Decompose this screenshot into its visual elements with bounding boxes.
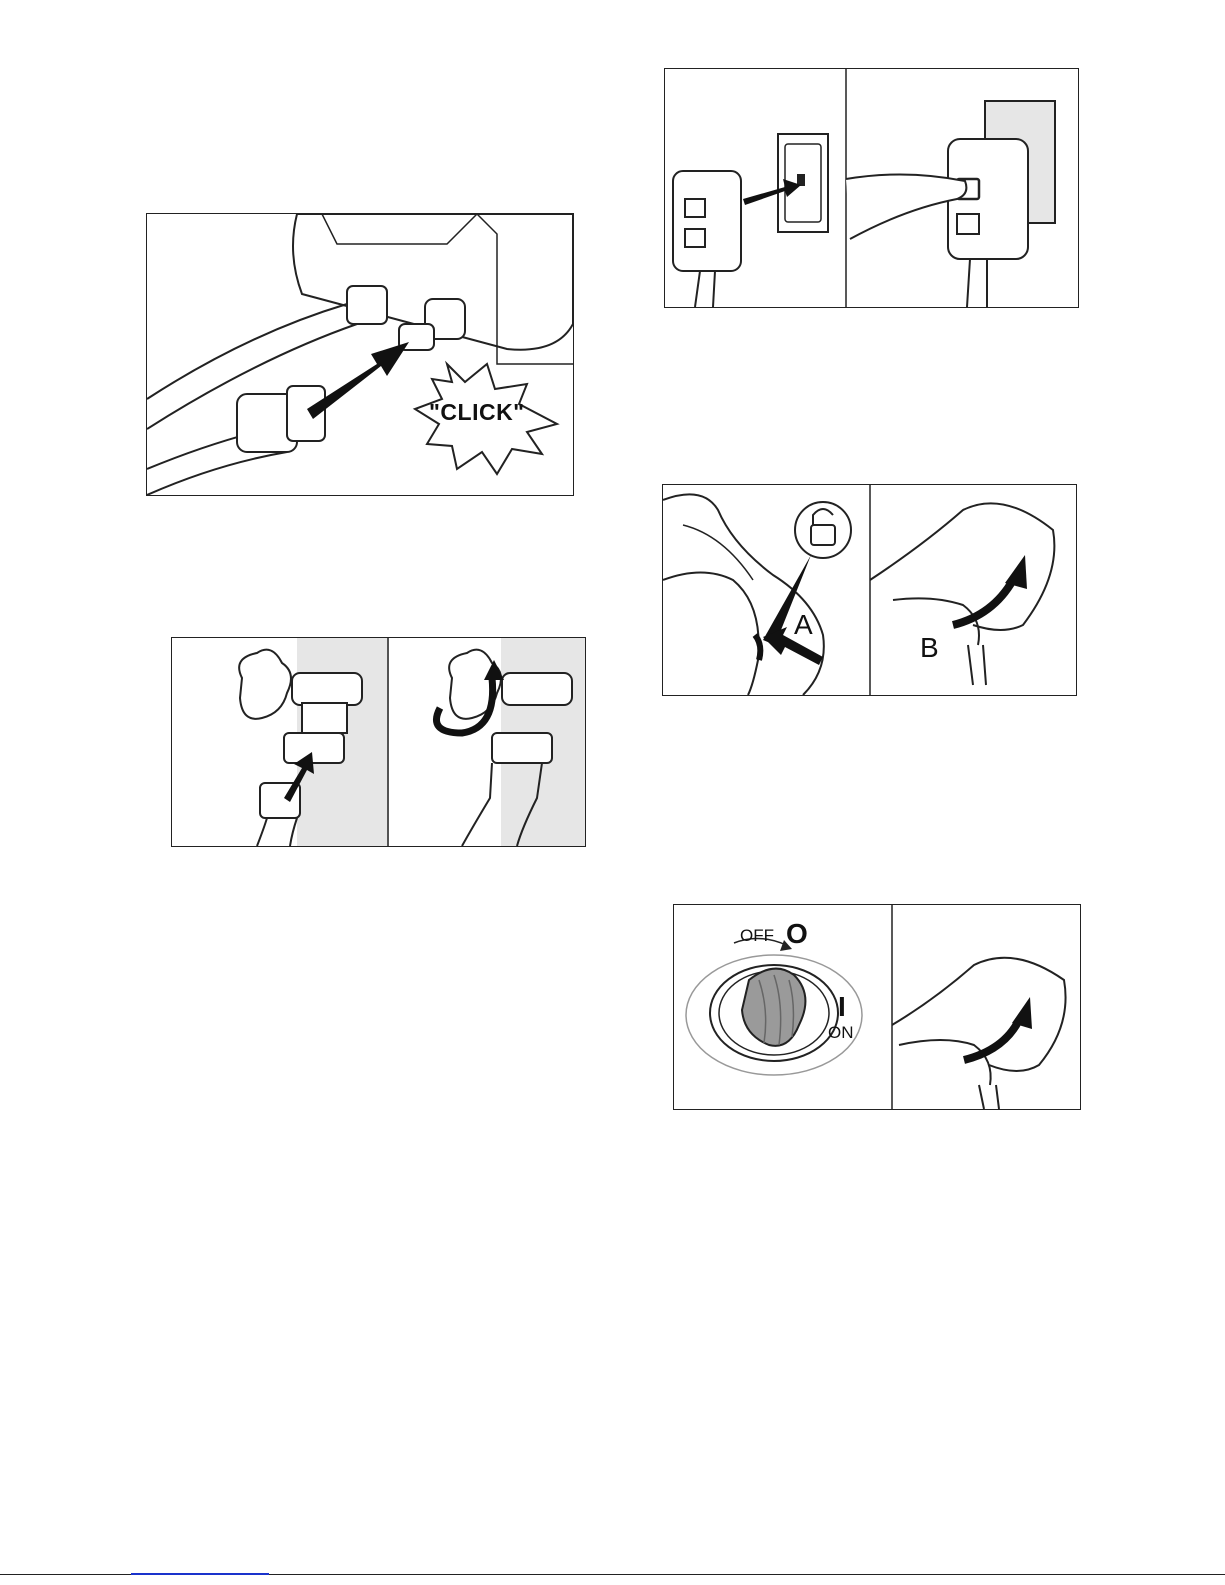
faucet-illustration bbox=[172, 638, 585, 846]
figure-hose-click-connect: "CLICK" bbox=[146, 213, 574, 496]
figure-power-switch: OFF O I ON bbox=[673, 904, 1081, 1110]
off-label: OFF bbox=[740, 926, 774, 946]
on-label: ON bbox=[828, 1023, 854, 1043]
trigger-lock-illustration bbox=[663, 485, 1076, 695]
label-a: A bbox=[794, 609, 813, 641]
hose-connect-illustration bbox=[147, 214, 573, 495]
plug-illustration bbox=[665, 69, 1078, 307]
power-switch-illustration bbox=[674, 905, 1080, 1109]
off-symbol: O bbox=[786, 918, 808, 950]
label-b: B bbox=[920, 632, 939, 664]
footer-link-underline[interactable] bbox=[131, 1573, 269, 1575]
figure-faucet-connect bbox=[171, 637, 586, 847]
on-symbol: I bbox=[838, 991, 846, 1023]
figure-plug-reset bbox=[664, 68, 1079, 308]
figure-trigger-lock: A B bbox=[662, 484, 1077, 696]
click-callout: "CLICK" bbox=[429, 399, 525, 426]
